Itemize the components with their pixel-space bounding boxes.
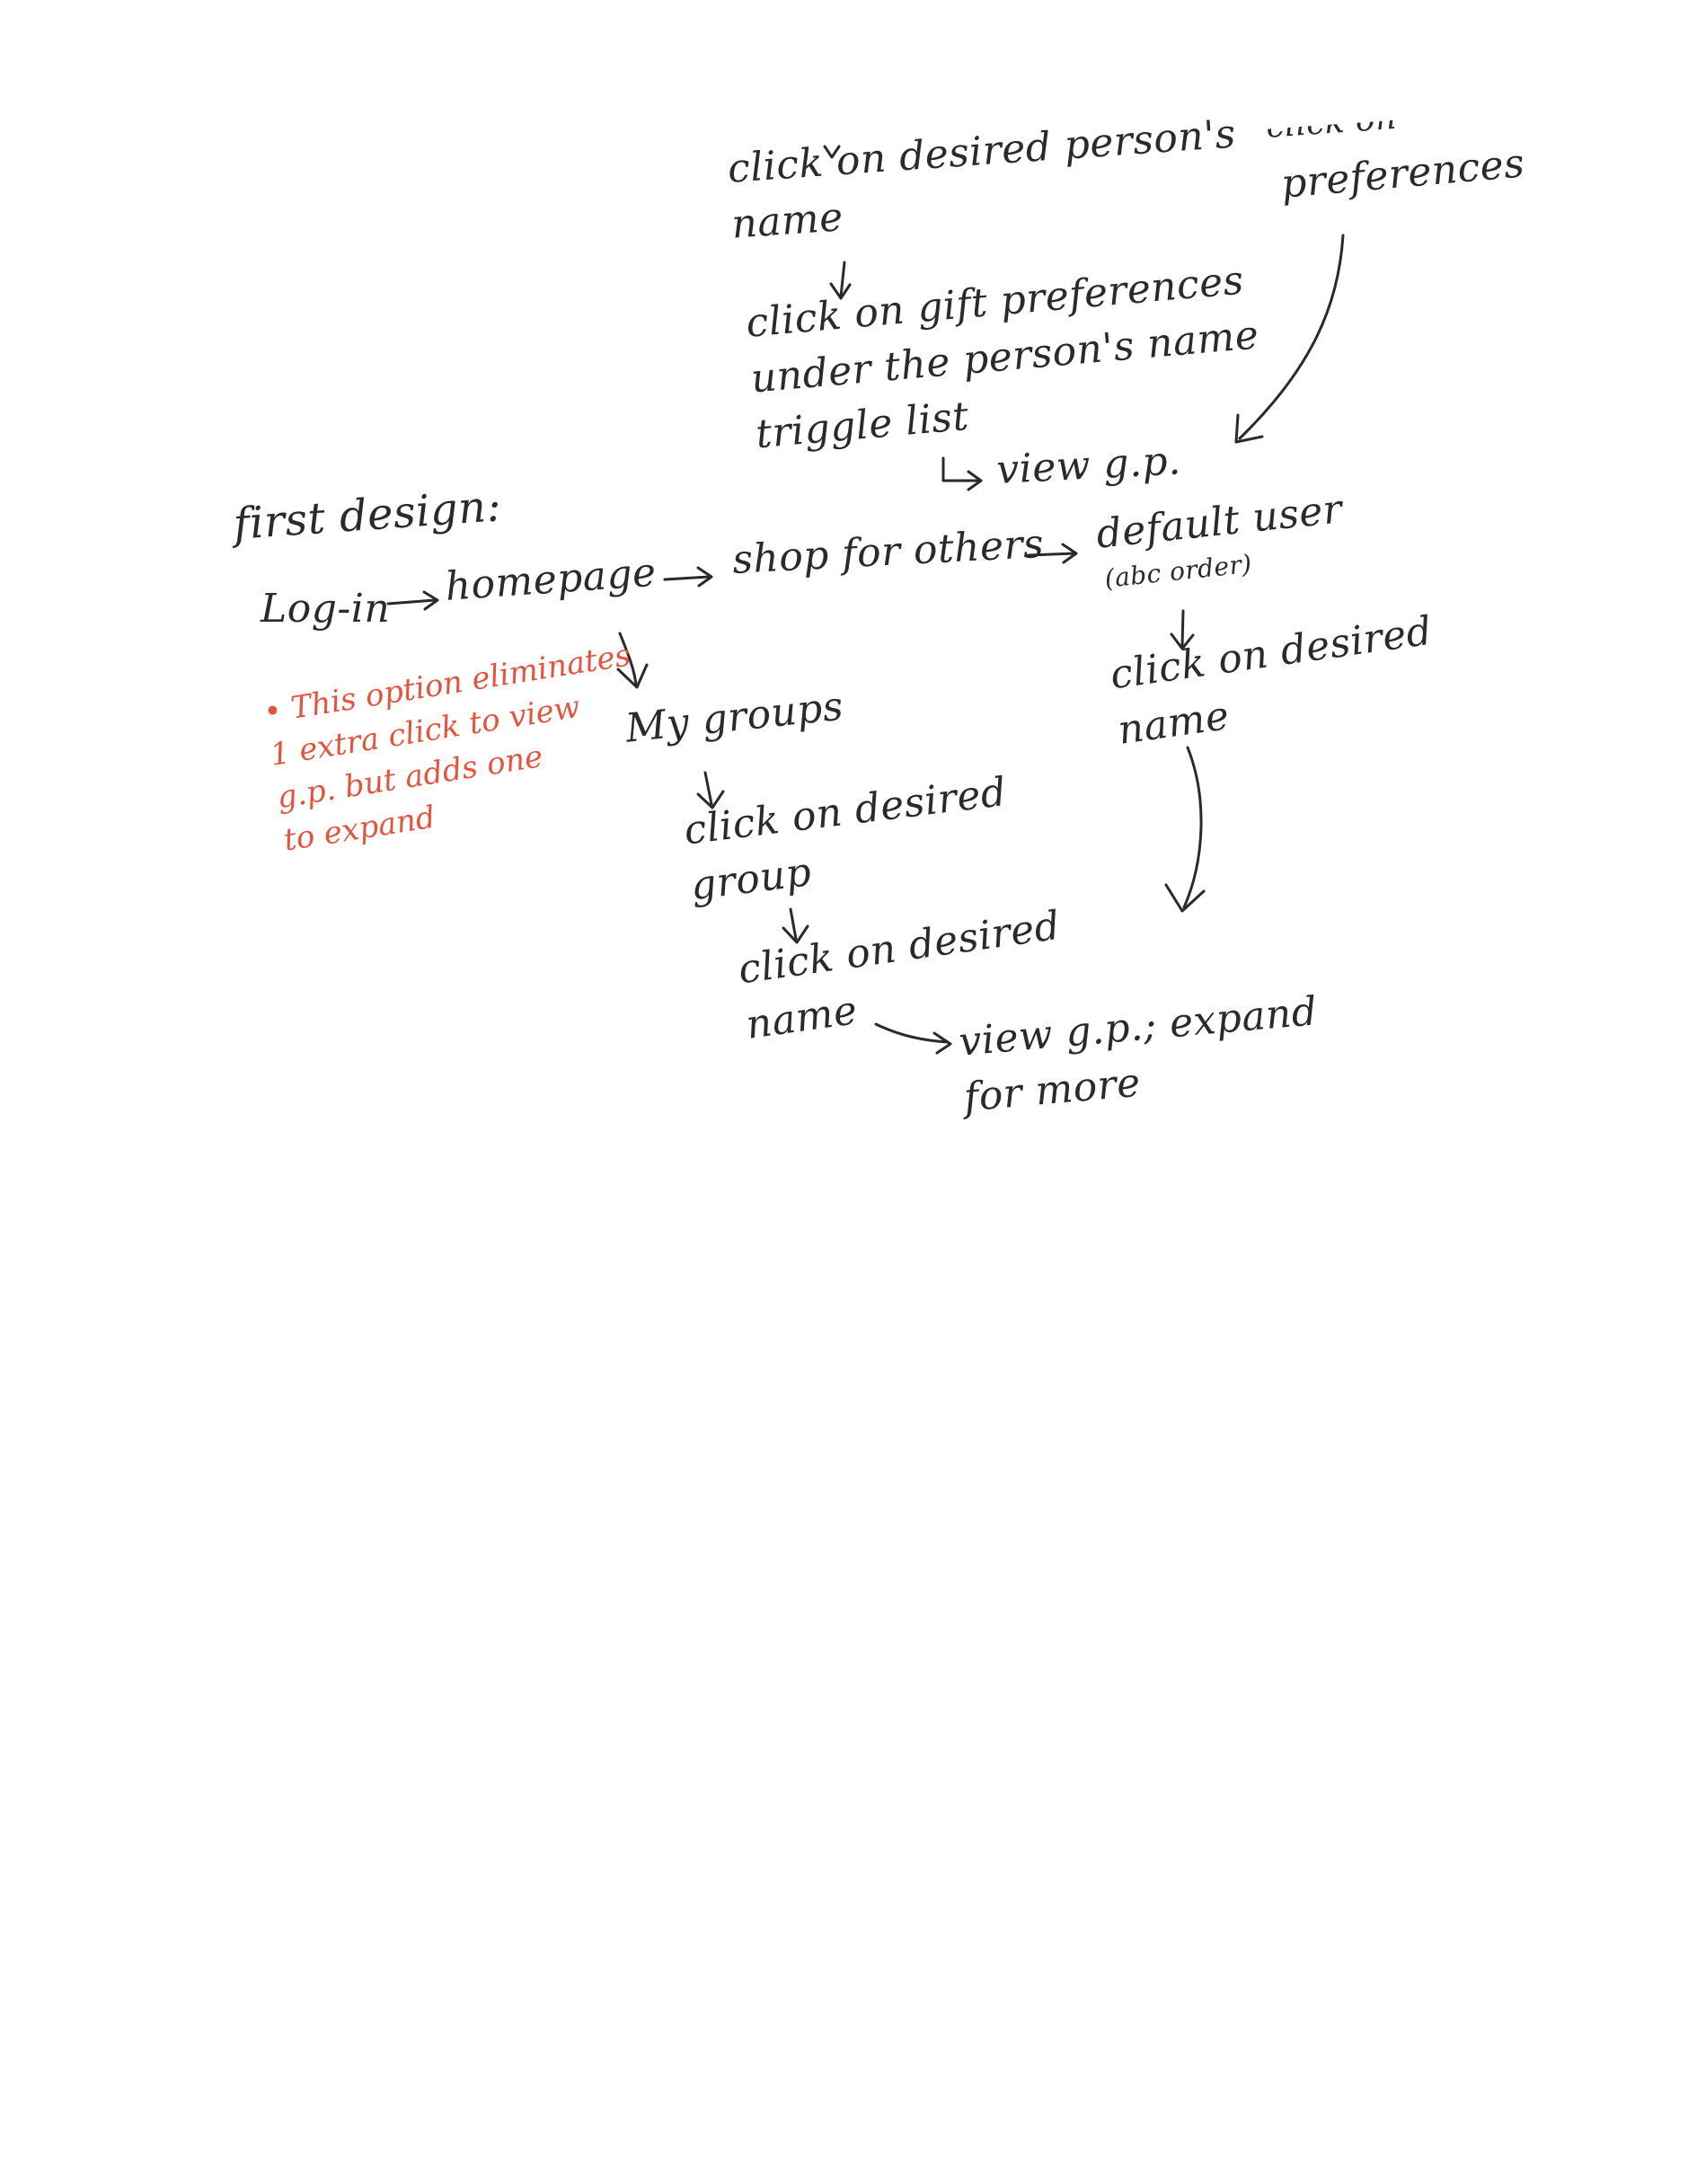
arrow-triggle-to-view [941, 456, 981, 482]
node-shop-for-others: shop for others [731, 520, 1046, 583]
arrow-groups-to-click-group [703, 771, 713, 806]
red-annotation-note: • This option eliminates 1 extra click t… [261, 637, 633, 862]
node-click-desired-group: click on desired group [681, 768, 1010, 910]
arrow-right-name-curve-head [1164, 883, 1206, 913]
arrow-triggle-to-view-head [967, 470, 983, 491]
arrow-login-to-homepage [386, 598, 437, 606]
cut-text-top-right: click on [1265, 99, 1399, 146]
label-preferences: preferences [1279, 140, 1527, 208]
node-homepage: homepage [444, 549, 658, 610]
diagram-title: first design: [232, 481, 503, 550]
arrow-right-name-curve [1182, 746, 1203, 909]
arrow-shop-to-default-head [1061, 543, 1078, 564]
step-click-desired-person-name: click on desired person's name [726, 111, 1238, 248]
node-default-user: default user [1094, 486, 1345, 558]
node-my-groups: My groups [623, 683, 846, 752]
arrow-homepage-to-shop [663, 575, 711, 581]
result-view-gp-top: view g.p. [995, 438, 1182, 493]
step-click-gift-preferences: click on gift preferences under the pers… [744, 257, 1261, 458]
node-login: Log-in [261, 586, 391, 632]
arrow-login-to-homepage-head [422, 590, 439, 611]
node-click-desired-name-right: click on desired name [1107, 607, 1436, 754]
arrow-name-to-view-expand-head [932, 1031, 952, 1055]
arrow-homepage-to-shop-head [696, 566, 713, 588]
